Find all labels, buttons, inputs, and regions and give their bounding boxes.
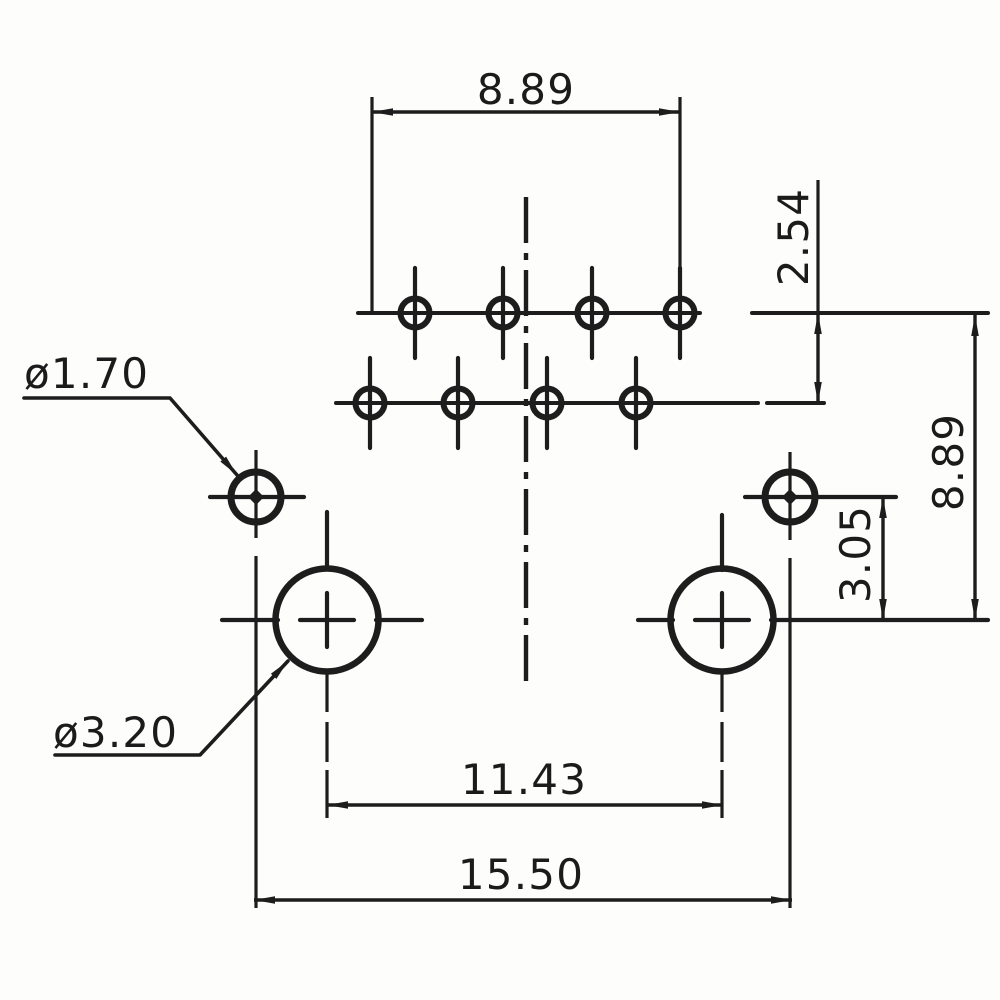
pin-hole — [485, 295, 521, 331]
dim-label-pin-span-top: 8.89 — [477, 65, 575, 114]
dimension-pin-span-top: 8.89 — [370, 65, 682, 312]
pin-grid — [334, 265, 990, 451]
pilot-hole-right — [742, 452, 899, 908]
mount-hole-circle — [667, 565, 777, 675]
leader-line — [53, 659, 290, 757]
dimension-rows-to-hole-axis: 8.89 — [924, 315, 979, 620]
dimension-pilot-to-hole-axis: 3.05 — [831, 497, 887, 620]
dim-label-large-hole-pitch: 11.43 — [461, 755, 587, 804]
callout-label-large-hole: ø3.20 — [53, 708, 178, 757]
callout-small-hole-diameter: ø1.70 — [22, 349, 239, 477]
mount-hole-left — [219, 509, 425, 818]
pilot-hole-left — [207, 450, 307, 908]
dimension-row-pitch: 2.54 — [769, 180, 822, 403]
dim-label-small-hole-pitch: 15.50 — [458, 850, 584, 899]
pin-hole — [397, 295, 433, 331]
pin-hole — [440, 385, 476, 421]
pin-hole — [662, 295, 698, 331]
pilot-hole-circle — [227, 468, 285, 526]
callout-label-small-hole: ø1.70 — [24, 349, 149, 398]
dim-label-row-pitch: 2.54 — [769, 188, 818, 286]
pilot-hole-circle — [761, 468, 819, 526]
pin-hole — [352, 385, 388, 421]
dimension-large-hole-pitch: 11.43 — [327, 755, 723, 809]
center-mark — [782, 489, 798, 505]
pin-hole — [574, 295, 610, 331]
pin-hole — [529, 385, 565, 421]
mount-hole-right — [635, 512, 991, 818]
pin-hole — [618, 385, 654, 421]
dim-label-pilot-to-hole-axis: 3.05 — [831, 505, 880, 603]
dim-label-rows-to-hole-axis: 8.89 — [924, 413, 973, 511]
dimension-small-hole-pitch: 15.50 — [254, 850, 792, 904]
callout-large-hole-diameter: ø3.20 — [53, 659, 290, 757]
mount-hole-circle — [272, 565, 382, 675]
center-mark — [248, 489, 264, 505]
leader-line — [22, 396, 239, 477]
